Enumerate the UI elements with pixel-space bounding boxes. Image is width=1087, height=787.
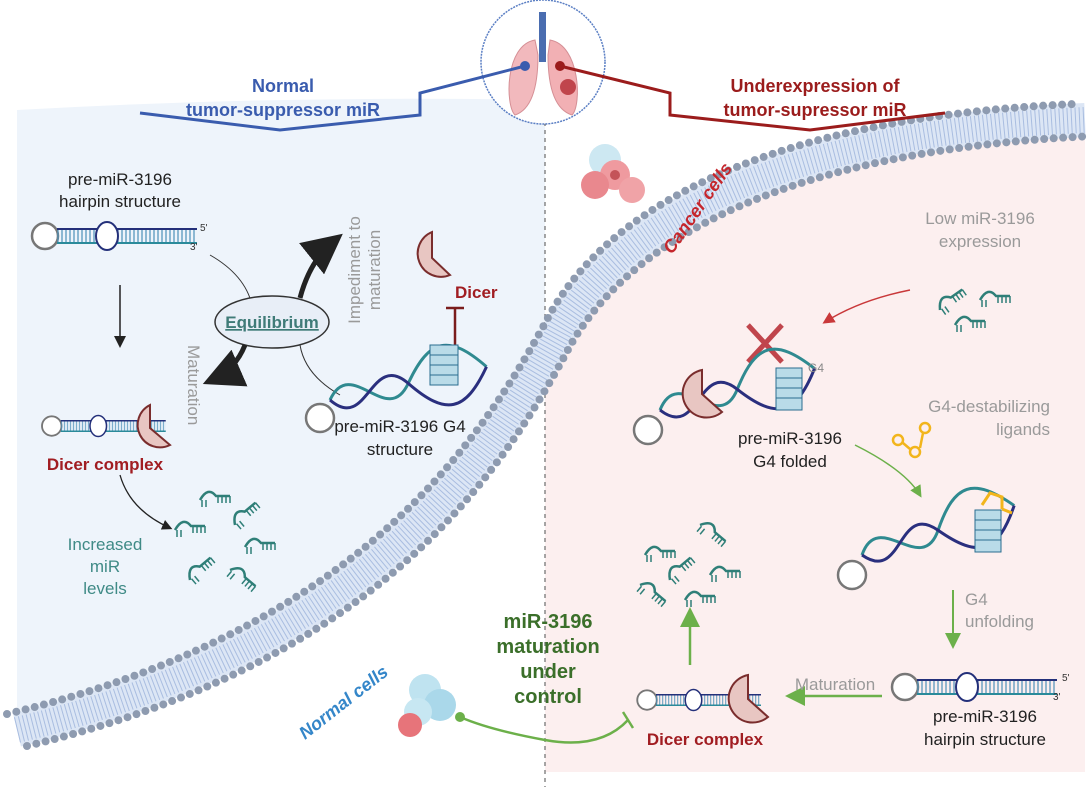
prime3-label: 3' bbox=[190, 242, 198, 253]
equilibrium-label: Equilibrium bbox=[225, 313, 319, 332]
ligands-label-1: G4-destabilizing bbox=[928, 397, 1050, 416]
ligand-icon bbox=[891, 421, 932, 459]
maturation-label: Maturation bbox=[184, 345, 203, 425]
prime3-label: 3' bbox=[1053, 692, 1061, 703]
cancer-dicer-complex-label: Dicer complex bbox=[647, 730, 764, 749]
cancer-hairpin-label-2: hairpin structure bbox=[924, 730, 1046, 749]
low-expression-label-2: expression bbox=[939, 232, 1021, 251]
cancer-title-line2: tumor-supressor miR bbox=[723, 100, 906, 120]
impediment-label-1: Impediment to bbox=[345, 216, 364, 324]
cancer-cells-icon bbox=[581, 144, 645, 203]
g4-structure-label-1: pre-miR-3196 G4 bbox=[334, 417, 465, 436]
cancer-title-line1: Underexpression of bbox=[730, 76, 900, 96]
low-expression-label-1: Low miR-3196 bbox=[925, 209, 1035, 228]
unfolding-label-1: G4 bbox=[965, 590, 988, 609]
increased-label-2: miR bbox=[90, 557, 120, 576]
arrow bbox=[822, 289, 911, 324]
control-label-3: under bbox=[520, 661, 576, 683]
blocked-x-icon bbox=[746, 323, 784, 364]
arrow bbox=[854, 444, 922, 498]
g4-structure-label-2: structure bbox=[367, 440, 433, 459]
g4-structure-icon bbox=[304, 335, 495, 434]
dicer-icon bbox=[727, 673, 770, 724]
control-label-2: maturation bbox=[496, 636, 599, 658]
unfolding-label-2: unfolding bbox=[965, 612, 1034, 631]
increased-label-1: Increased bbox=[68, 535, 143, 554]
normal-hairpin-label-1: pre-miR-3196 bbox=[68, 170, 172, 189]
impediment-arrow bbox=[297, 233, 343, 299]
normal-cells-label: Normal cells bbox=[295, 661, 392, 743]
control-label-1: miR-3196 bbox=[504, 611, 593, 633]
dicer-label: Dicer bbox=[455, 283, 498, 302]
control-connector bbox=[459, 715, 629, 744]
dicer-icon bbox=[416, 230, 452, 278]
g4-folded-icon bbox=[632, 338, 824, 446]
normal-title-line2: tumor-suppressor miR bbox=[186, 100, 380, 120]
ligands-label-2: ligands bbox=[996, 420, 1050, 439]
arrow bbox=[119, 474, 173, 530]
g4-ligand-bound-icon bbox=[836, 475, 1025, 591]
g4-folded-label-1: pre-miR-3196 bbox=[738, 429, 842, 448]
prime5-label: 5' bbox=[200, 223, 208, 234]
increased-label-3: levels bbox=[83, 579, 126, 598]
maturation-arrow bbox=[202, 344, 248, 387]
normal-title-line1: Normal bbox=[252, 76, 314, 96]
prime5-label: 5' bbox=[1062, 673, 1070, 684]
g4-folded-label-2: G4 folded bbox=[753, 452, 827, 471]
dicer-icon bbox=[136, 403, 172, 449]
control-label-4: control bbox=[514, 686, 582, 708]
normal-dicer-complex-label: Dicer complex bbox=[47, 455, 164, 474]
cell-membrane bbox=[3, 100, 1087, 750]
impediment-label-2: maturation bbox=[365, 230, 384, 310]
g4-tag: G4 bbox=[808, 361, 824, 375]
lungs-icon bbox=[480, 0, 606, 125]
equilibrium-node bbox=[214, 295, 330, 349]
cancer-hairpin-label-1: pre-miR-3196 bbox=[933, 707, 1037, 726]
cancer-maturation-label: Maturation bbox=[795, 675, 875, 694]
normal-hairpin-label-2: hairpin structure bbox=[59, 192, 181, 211]
normal-cells-icon bbox=[398, 674, 456, 737]
